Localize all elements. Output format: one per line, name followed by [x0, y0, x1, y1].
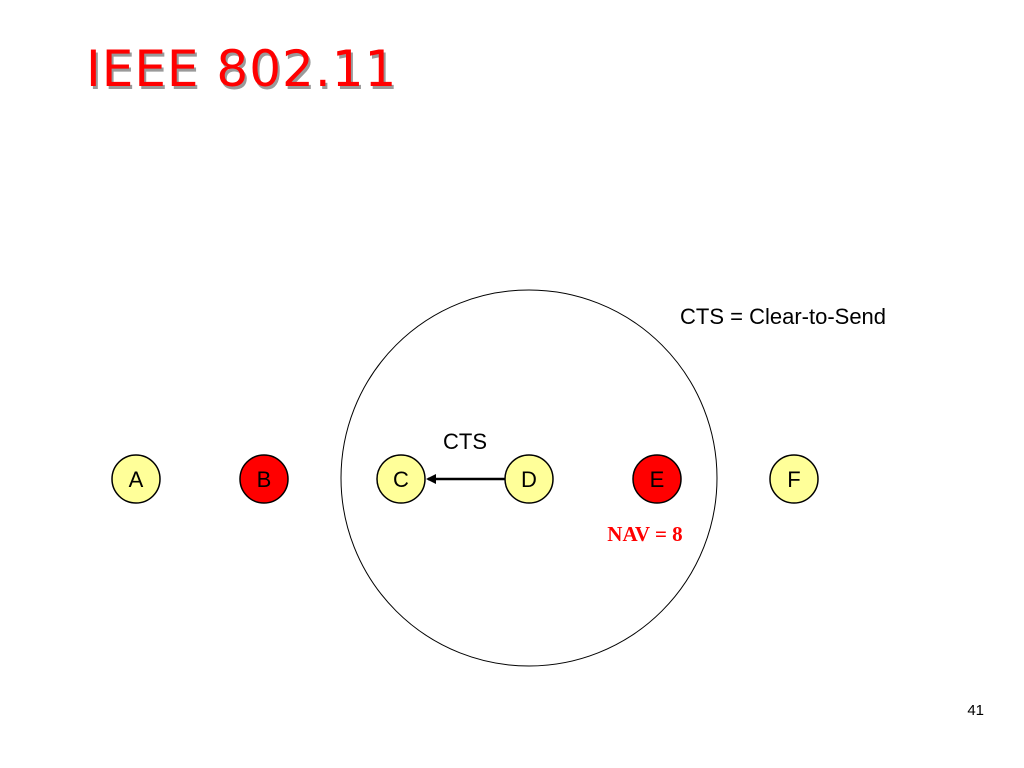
node-f: F [769, 454, 819, 504]
node-f-label: F [787, 467, 800, 492]
node-e: E [632, 454, 682, 504]
node-f-circle [769, 454, 819, 504]
node-b: B [239, 454, 289, 504]
nav-label: NAV = 8 [607, 522, 682, 546]
cts-message-label: CTS [443, 429, 487, 454]
node-b-label: B [257, 467, 272, 492]
node-a: A [111, 454, 161, 504]
node-c: C [376, 454, 426, 504]
node-b-circle [239, 454, 289, 504]
node-e-label: E [650, 467, 665, 492]
node-c-label: C [393, 467, 409, 492]
node-e-circle [632, 454, 682, 504]
node-d-label: D [521, 467, 537, 492]
slide-title: IEEE 802.11 [86, 40, 398, 98]
node-a-label: A [129, 467, 144, 492]
node-c-circle [376, 454, 426, 504]
node-d-circle [504, 454, 554, 504]
node-a-circle [111, 454, 161, 504]
transmission-range-circle [340, 289, 718, 667]
legend-text: CTS = Clear-to-Send [680, 304, 886, 329]
page-number: 41 [967, 702, 984, 719]
node-d: D [504, 454, 554, 504]
